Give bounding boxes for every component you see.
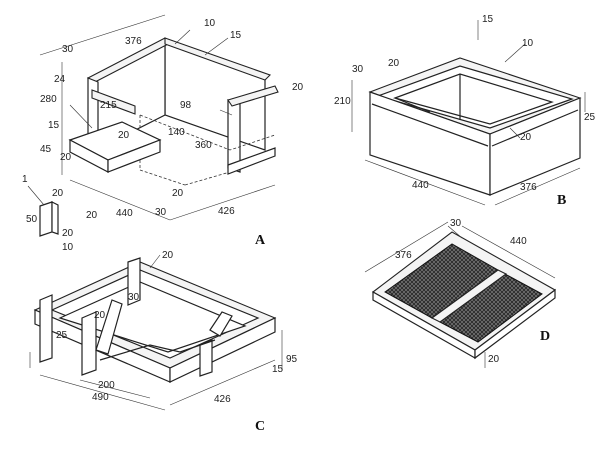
- dim-a-15-tray: 15: [48, 120, 60, 131]
- panel-c-label: C: [255, 419, 265, 434]
- dim-a-98: 98: [180, 100, 192, 111]
- dim-b-20-rim: 20: [520, 132, 532, 143]
- dim-a-20-top: 20: [292, 82, 304, 93]
- dim-a-45: 45: [40, 144, 52, 155]
- panel-a: [27, 14, 279, 237]
- dim-d-20: 20: [488, 354, 500, 365]
- dim-c-15: 15: [272, 364, 284, 375]
- dim-a-30: 30: [62, 44, 74, 55]
- dim-c-25: 25: [56, 330, 68, 341]
- dim-a-140: 140: [168, 127, 185, 138]
- dim-a-20-mid: 20: [118, 130, 130, 141]
- dim-b-376: 376: [520, 182, 537, 193]
- dim-b-210: 210: [334, 96, 351, 107]
- dim-a-360: 360: [195, 140, 212, 151]
- dim-c-95: 95: [286, 354, 298, 365]
- dim-a-20-handle: 20: [52, 188, 64, 199]
- dim-c-426: 426: [214, 394, 231, 405]
- dim-a-1: 1: [22, 174, 28, 185]
- dim-a-30-base: 30: [155, 207, 167, 218]
- dim-d-30: 30: [450, 218, 462, 229]
- dim-a-20-base: 20: [172, 188, 184, 199]
- dim-d-440: 440: [510, 236, 527, 247]
- dim-b-20-top: 20: [388, 58, 400, 69]
- dim-a-20-low: 20: [60, 152, 72, 163]
- dim-c-20-top: 20: [162, 250, 174, 261]
- panel-a-label: A: [255, 233, 266, 248]
- dim-a-50: 50: [26, 214, 38, 225]
- dim-c-20-brace: 20: [94, 310, 106, 321]
- dim-a-24: 24: [54, 74, 66, 85]
- dim-b-440: 440: [412, 180, 429, 191]
- panel-d: [364, 221, 557, 368]
- dim-a-280: 280: [40, 94, 57, 105]
- dim-a-440: 440: [116, 208, 133, 219]
- dim-a-10-handle: 10: [62, 242, 74, 253]
- panel-b-label: B: [557, 193, 566, 208]
- panel-d-label: D: [540, 329, 550, 344]
- dim-b-10: 10: [522, 38, 534, 49]
- dim-b-30: 30: [352, 64, 364, 75]
- dim-b-25: 25: [584, 112, 596, 123]
- dim-c-490: 490: [92, 392, 109, 403]
- dim-a-215: 215: [100, 100, 117, 111]
- dim-a-376: 376: [125, 36, 142, 47]
- panel-c: [29, 254, 283, 411]
- dim-a-20-handle-c: 20: [62, 228, 74, 239]
- panel-b: [351, 20, 586, 206]
- dim-a-20-handle-b: 20: [86, 210, 98, 221]
- dim-c-200: 200: [98, 380, 115, 391]
- dim-b-15: 15: [482, 14, 494, 25]
- dim-d-376: 376: [395, 250, 412, 261]
- dim-c-30: 30: [128, 292, 140, 303]
- dim-a-426: 426: [218, 206, 235, 217]
- dim-a-10: 10: [204, 18, 216, 29]
- dim-a-15: 15: [230, 30, 242, 41]
